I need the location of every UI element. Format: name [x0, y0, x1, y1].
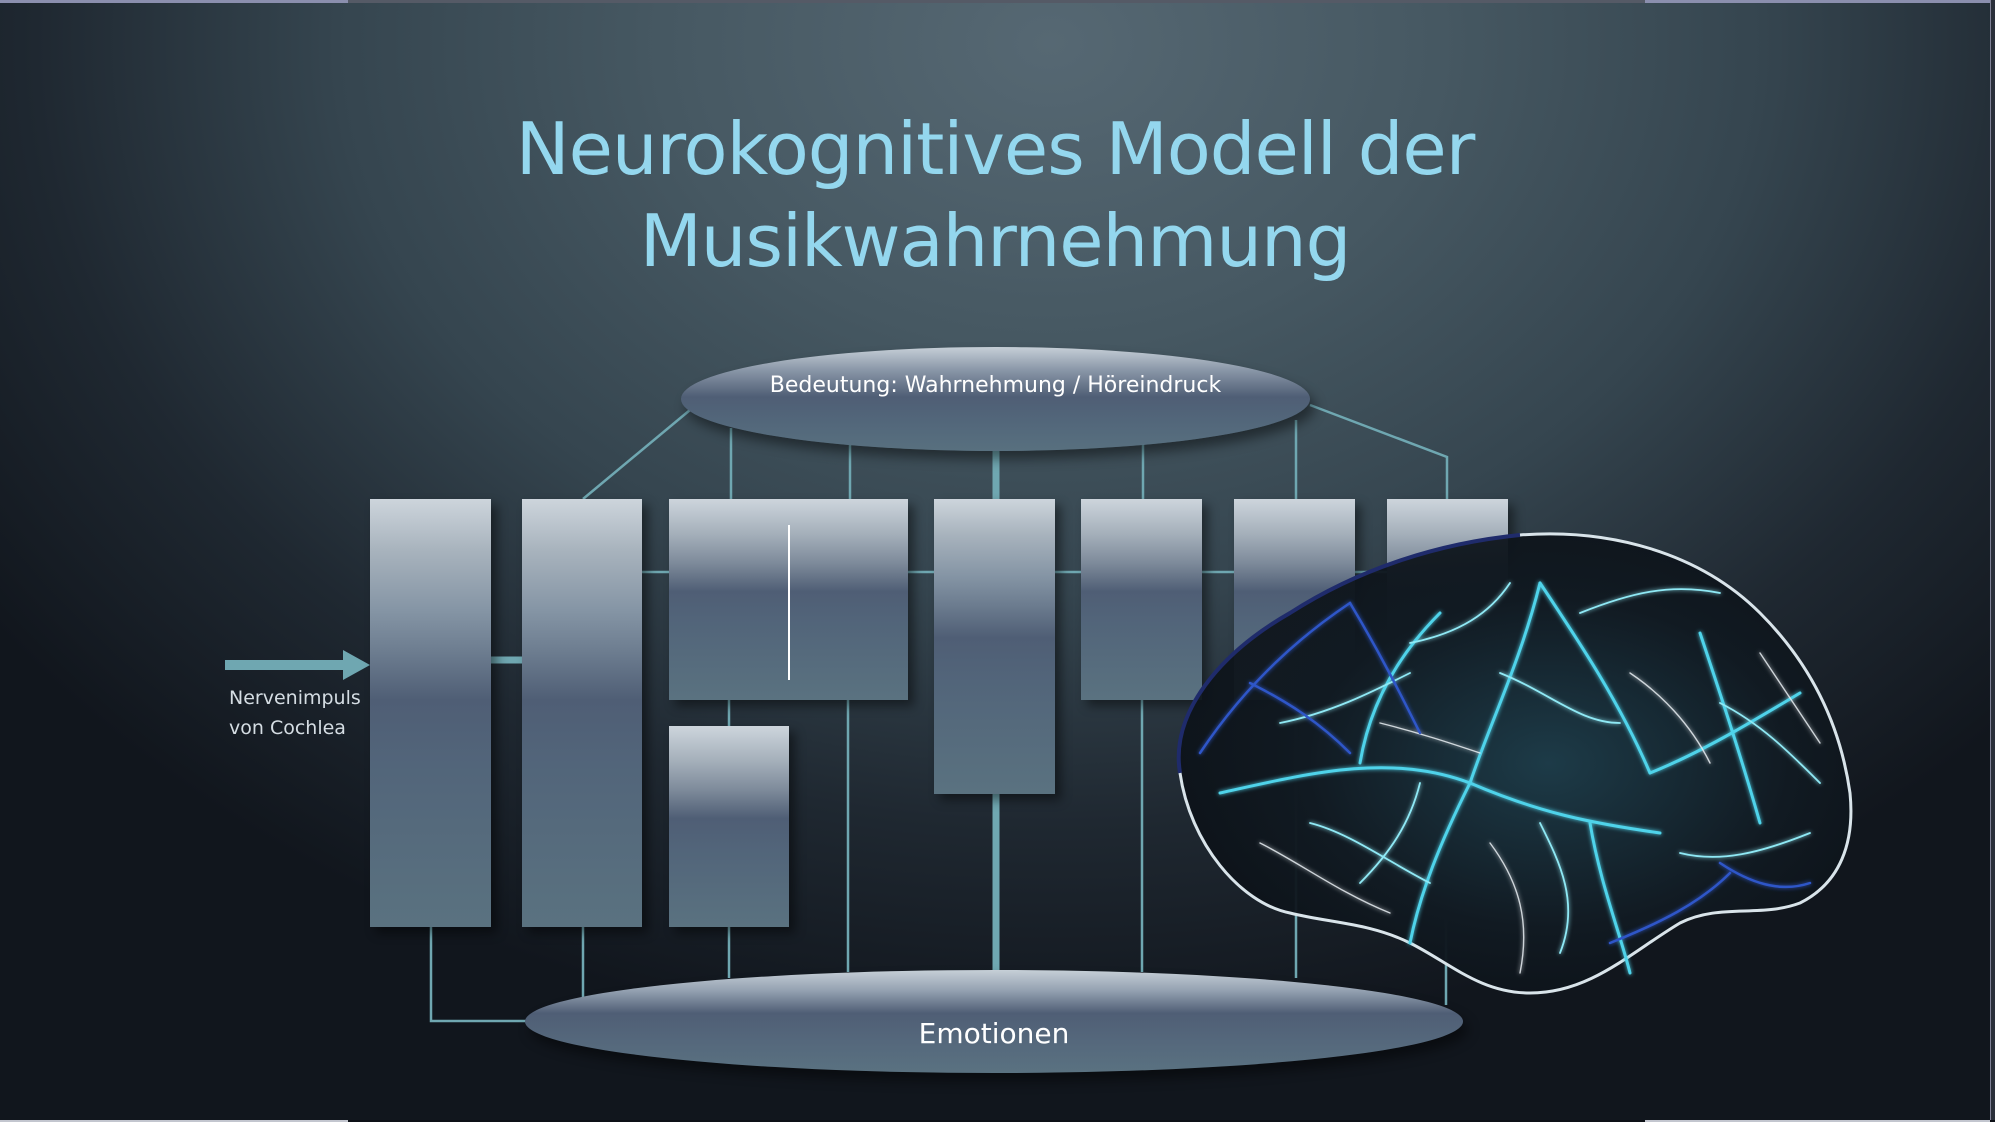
module-2 — [522, 499, 642, 927]
module-3a-divider — [788, 525, 790, 680]
emotions-node: Emotionen — [525, 970, 1463, 1073]
input-label-line-2: von Cochlea — [229, 717, 346, 739]
meaning-perception-label: Bedeutung: Wahrnehmung / Höreindruck — [769, 372, 1222, 398]
title-line-2: Musikwahrnehmung — [639, 199, 1352, 283]
connector-lines — [225, 403, 1449, 1023]
window-right-border — [1990, 0, 1995, 1122]
module-1 — [370, 499, 491, 927]
connector-top-to-module-7 — [1309, 403, 1449, 499]
neural-brain-illustration — [1176, 532, 1853, 995]
emotions-label: Emotionen — [918, 1017, 1070, 1050]
window-top-border-mid — [348, 0, 1645, 3]
slide-title: Neurokognitives Modell der Musikwahrnehm… — [0, 103, 1990, 287]
window-bottom-border-right — [1645, 1120, 1990, 1122]
slide-canvas: Neurokognitives Modell der Musikwahrnehm… — [0, 3, 1990, 1120]
input-label-line-1: Nervenimpuls — [229, 687, 361, 709]
module-4 — [934, 499, 1055, 794]
input-label: Nervenimpuls von Cochlea — [229, 683, 361, 743]
title-line-1: Neurokognitives Modell der — [515, 107, 1476, 191]
connector-module-1-to-emotions — [429, 927, 527, 1023]
connector-top-to-module-2 — [582, 409, 691, 500]
window-bottom-border — [0, 1120, 1995, 1122]
module-5 — [1081, 499, 1202, 700]
window-top-border — [0, 0, 1995, 3]
module-3b — [669, 726, 789, 927]
input-arrow-icon — [225, 650, 370, 680]
meaning-perception-node: Bedeutung: Wahrnehmung / Höreindruck — [681, 347, 1310, 451]
window-bottom-border-left — [0, 1120, 348, 1122]
